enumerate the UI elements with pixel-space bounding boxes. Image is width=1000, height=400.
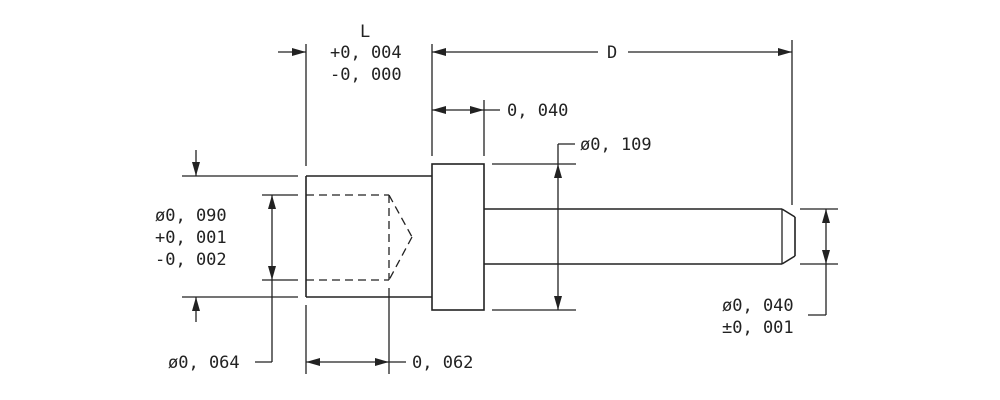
arrowhead bbox=[554, 296, 562, 310]
part-outline bbox=[305, 163, 796, 311]
arrowhead bbox=[470, 106, 484, 114]
body-tolerance-plus: +0, 001 bbox=[155, 228, 227, 248]
pin-chamfer-top bbox=[781, 208, 796, 218]
arrowhead bbox=[268, 266, 276, 280]
dimension-body-diameter: ø0, 090 +0, 001 -0, 002 bbox=[155, 150, 227, 322]
extension-lines bbox=[182, 40, 838, 374]
arrowhead bbox=[432, 106, 446, 114]
arrowhead bbox=[432, 48, 446, 56]
flange-thickness-label: 0, 040 bbox=[507, 101, 568, 121]
dimension-bore-diameter: ø0, 064 bbox=[168, 195, 276, 373]
arrowhead bbox=[192, 297, 200, 311]
arrowhead bbox=[292, 48, 306, 56]
length-label: L bbox=[360, 22, 370, 42]
arrowhead bbox=[268, 195, 276, 209]
pin-chamfer-bottom bbox=[781, 255, 796, 265]
arrowhead bbox=[778, 48, 792, 56]
dimension-length: L +0, 004 -0, 000 bbox=[278, 22, 402, 85]
pin-diameter-label: ø0, 040 bbox=[722, 296, 794, 316]
arrowhead bbox=[306, 358, 320, 366]
length-tolerance-minus: -0, 000 bbox=[330, 65, 402, 85]
dimension-bore-depth: 0, 062 bbox=[306, 353, 473, 373]
length-tolerance-plus: +0, 004 bbox=[330, 43, 402, 63]
body-tolerance-minus: -0, 002 bbox=[155, 250, 227, 270]
flange bbox=[431, 163, 485, 311]
bore-depth-label: 0, 062 bbox=[412, 353, 473, 373]
arrowhead bbox=[192, 162, 200, 176]
arrowhead bbox=[822, 250, 830, 264]
bore-diameter-label: ø0, 064 bbox=[168, 353, 240, 373]
pin-tolerance-label: ±0, 001 bbox=[722, 318, 794, 338]
dimension-overall: D bbox=[432, 43, 792, 63]
drill-point-bottom bbox=[388, 236, 413, 281]
arrowhead bbox=[822, 209, 830, 223]
arrowhead bbox=[375, 358, 389, 366]
body-diameter-label: ø0, 090 bbox=[155, 206, 227, 226]
dimension-pin-diameter: ø0, 040 ±0, 001 bbox=[722, 209, 830, 338]
overall-label: D bbox=[607, 43, 617, 63]
dimension-flange-thickness: 0, 040 bbox=[432, 101, 568, 121]
hidden-bore bbox=[306, 194, 413, 281]
arrowhead bbox=[554, 164, 562, 178]
drill-point-top bbox=[388, 194, 413, 238]
dimension-flange-diameter: ø0, 109 bbox=[554, 135, 652, 310]
flange-diameter-label: ø0, 109 bbox=[580, 135, 652, 155]
